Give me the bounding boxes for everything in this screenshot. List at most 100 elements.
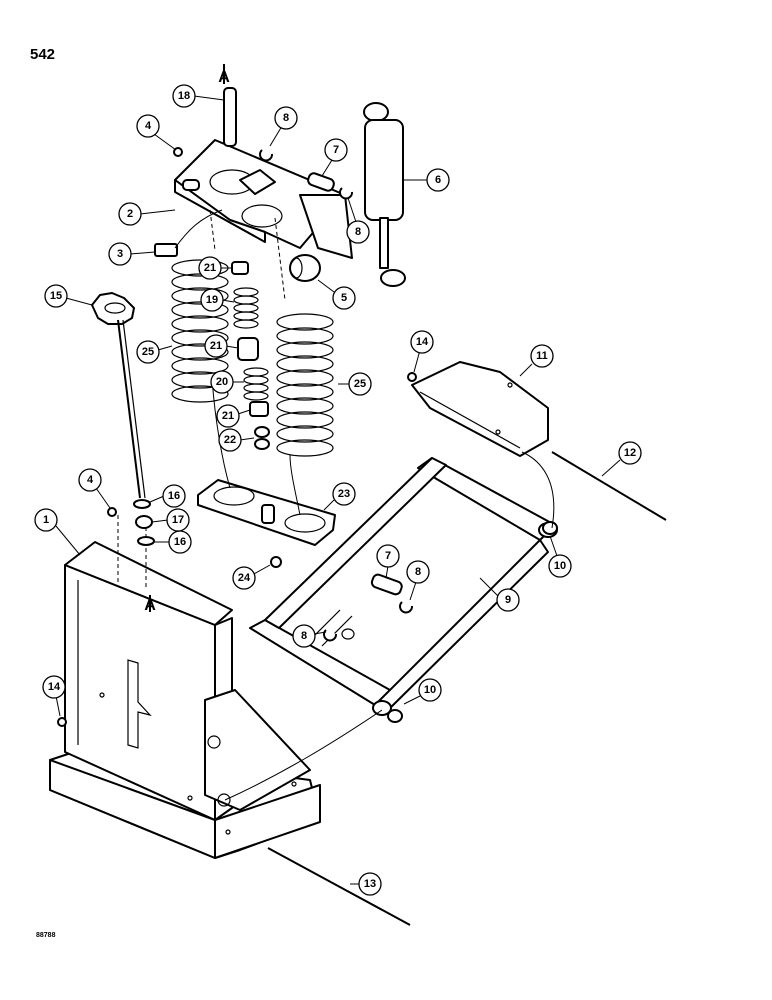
svg-text:13: 13	[364, 878, 376, 890]
svg-text:18: 18	[178, 90, 190, 102]
svg-text:20: 20	[216, 376, 228, 388]
mounting-bracket	[411, 361, 549, 457]
callout-24: 24	[232, 564, 271, 590]
svg-text:8: 8	[283, 112, 289, 124]
svg-text:24: 24	[238, 572, 251, 584]
svg-text:8: 8	[301, 630, 307, 642]
callout-10-rear: 10	[548, 535, 572, 578]
lock-nut	[270, 556, 282, 568]
callout-21-top: 21	[198, 256, 232, 280]
rubber-pad	[154, 243, 178, 257]
callout-23: 23	[323, 482, 356, 511]
callout-5: 5	[317, 279, 356, 310]
page-number: 542	[30, 46, 56, 63]
callout-21-bottom: 21	[216, 404, 251, 428]
callout-8-shock: 8	[346, 197, 370, 244]
svg-text:15: 15	[50, 290, 62, 302]
spring-housing-bracket	[174, 139, 353, 301]
callout-8-top: 8	[269, 106, 298, 147]
svg-text:19: 19	[206, 294, 218, 306]
frame-bushing-front	[387, 709, 403, 723]
clevis-pin-upper	[307, 172, 335, 192]
svg-text:25: 25	[142, 346, 154, 358]
svg-text:4: 4	[87, 474, 94, 486]
callout-10-front: 10	[403, 678, 442, 705]
image-code: 88788	[36, 932, 56, 939]
svg-text:22: 22	[224, 434, 236, 446]
callout-14-lower: 14	[42, 675, 66, 717]
callout-22: 22	[218, 428, 255, 452]
callout-1: 1	[34, 508, 81, 556]
callout-9: 9	[479, 577, 520, 612]
svg-text:10: 10	[424, 684, 436, 696]
callout-20: 20	[210, 370, 244, 394]
spacer	[135, 515, 153, 529]
svg-text:8: 8	[415, 566, 421, 578]
svg-text:25: 25	[354, 378, 366, 390]
svg-text:16: 16	[168, 490, 180, 502]
inner-spring-stack	[231, 261, 270, 450]
lower-spring-plate	[197, 479, 336, 546]
grommet-lower	[57, 717, 67, 727]
callout-25-left: 25	[136, 340, 173, 364]
pivot-rod-upper	[551, 451, 667, 521]
callout-25-right: 25	[338, 372, 372, 396]
svg-text:3: 3	[117, 248, 123, 260]
pedestal-base	[49, 515, 321, 859]
callout-7-upper: 7	[321, 138, 348, 177]
callout-8-frame-right: 8	[406, 560, 430, 601]
adjusting-knob	[91, 292, 146, 499]
retaining-clip-upper-a	[259, 149, 273, 162]
svg-text:7: 7	[385, 550, 391, 562]
frame-bushing-rear	[542, 521, 558, 535]
svg-text:17: 17	[172, 514, 184, 526]
callout-12: 12	[601, 441, 642, 477]
callout-7-lower: 7	[376, 544, 400, 579]
callout-2: 2	[118, 202, 176, 226]
callout-19: 19	[200, 288, 235, 312]
callout-14-upper: 14	[410, 330, 434, 373]
svg-text:21: 21	[210, 340, 222, 352]
clevis-pin-lower	[370, 573, 403, 596]
svg-text:12: 12	[624, 447, 636, 459]
svg-text:1: 1	[43, 514, 49, 526]
svg-text:4: 4	[145, 120, 152, 132]
callout-16-upper: 16	[149, 484, 186, 508]
bushing	[289, 254, 321, 282]
bolt-head	[107, 507, 117, 517]
svg-text:21: 21	[204, 262, 216, 274]
svg-text:2: 2	[127, 208, 133, 220]
svg-text:14: 14	[416, 336, 429, 348]
callout-3: 3	[108, 242, 156, 266]
callout-18: 18	[172, 84, 225, 108]
washer-lower	[137, 536, 155, 546]
main-spring-right	[276, 313, 334, 457]
svg-text:11: 11	[536, 350, 548, 362]
callout-6: 6	[403, 168, 450, 192]
grommet-upper	[407, 372, 417, 382]
svg-text:10: 10	[554, 560, 566, 572]
svg-text:8: 8	[355, 226, 361, 238]
callout-4-lower: 4	[78, 468, 111, 509]
callout-21-middle: 21	[204, 334, 239, 358]
svg-text:14: 14	[48, 681, 61, 693]
svg-text:9: 9	[505, 594, 511, 606]
callout-16-lower: 16	[154, 530, 192, 554]
callout-8-frame-left: 8	[292, 624, 327, 648]
retaining-clip-upper-b	[339, 187, 353, 200]
svg-text:5: 5	[341, 292, 347, 304]
pivot-rod-lower	[267, 847, 411, 926]
svg-text:7: 7	[333, 144, 339, 156]
pivot-pin	[223, 87, 237, 147]
callout-4-upper: 4	[136, 114, 177, 151]
callout-11: 11	[519, 344, 554, 377]
svg-text:16: 16	[174, 536, 186, 548]
svg-text:6: 6	[435, 174, 441, 186]
callout-15: 15	[44, 284, 93, 308]
svg-text:23: 23	[338, 488, 350, 500]
shock-absorber	[363, 102, 406, 287]
retaining-clip-lower-b	[399, 601, 413, 614]
svg-text:21: 21	[222, 410, 234, 422]
callout-13: 13	[350, 872, 382, 896]
